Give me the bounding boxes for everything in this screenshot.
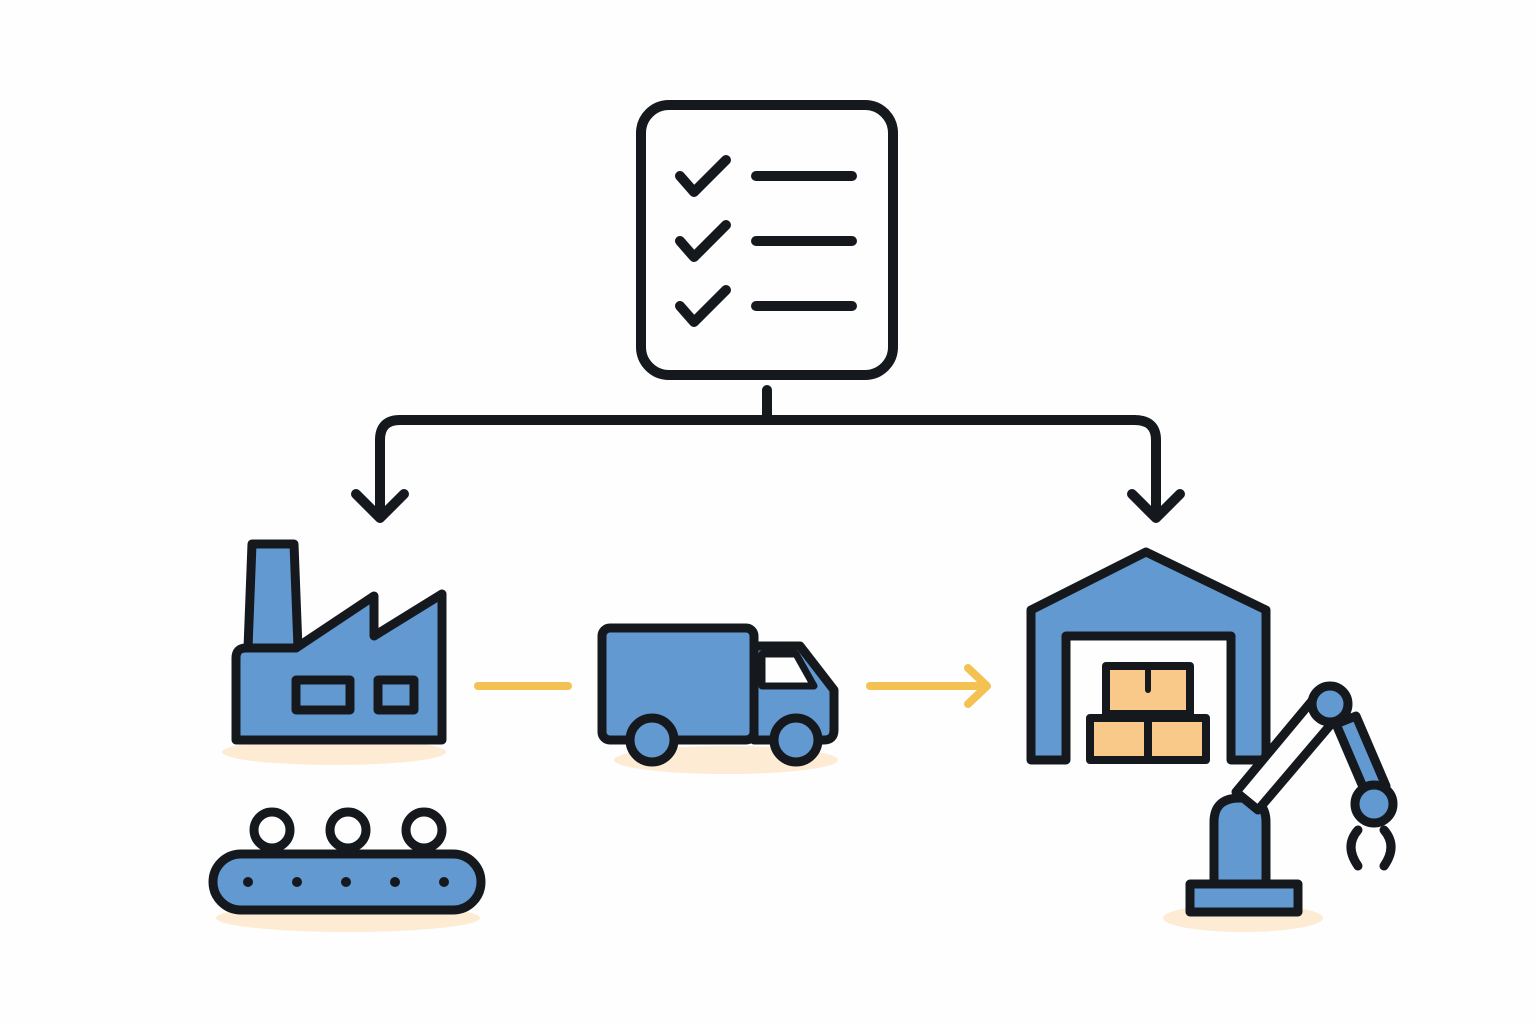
robot-arm-shoulder-joint <box>1307 681 1353 727</box>
robot-gripper-right-icon <box>1379 825 1396 871</box>
warehouse-boxes <box>1086 662 1210 764</box>
checklist-row <box>675 285 857 327</box>
checklist-row <box>675 220 857 262</box>
truck-windshield <box>758 650 818 690</box>
check-icon <box>675 220 731 262</box>
factory-chimney <box>243 539 303 653</box>
arrow-head-right-icon <box>1127 489 1185 523</box>
truck-cargo-box <box>597 623 759 745</box>
conveyor-items <box>249 807 447 853</box>
conveyor-item <box>401 807 447 853</box>
check-icon <box>675 155 731 197</box>
conveyor-belt-icon <box>208 807 486 915</box>
factory-shadow <box>222 739 446 765</box>
conveyor-rollers <box>243 877 449 887</box>
conveyor-roller <box>390 877 400 887</box>
flow-arrow-truck-warehouse <box>866 664 991 708</box>
truck-wheel-front <box>769 713 823 767</box>
arrow-head-left-icon <box>351 489 409 523</box>
conveyor-roller <box>341 877 351 887</box>
factory-icon <box>231 539 447 745</box>
robotic-arm-icon <box>1185 681 1398 917</box>
conveyor-roller <box>243 877 253 887</box>
delivery-truck-icon <box>597 623 839 767</box>
conveyor-item <box>325 807 371 853</box>
factory-window-left <box>291 675 355 715</box>
truck-wheel-rear <box>625 713 679 767</box>
robot-gripper-left-icon <box>1346 825 1363 871</box>
robot-arm-wrist-joint <box>1350 780 1398 828</box>
factory-window-right <box>373 675 419 715</box>
check-icon <box>675 285 731 327</box>
branch-connector <box>351 385 1185 523</box>
conveyor-roller <box>439 877 449 887</box>
checklist-rows <box>675 155 857 327</box>
checklist-row <box>675 155 857 197</box>
checklist-icon <box>636 100 898 380</box>
conveyor-item <box>249 807 295 853</box>
warehouse-building <box>1026 547 1271 765</box>
connector-left-branch <box>375 415 405 517</box>
arrow-head-icon <box>964 664 991 708</box>
conveyor-roller <box>292 877 302 887</box>
cargo-box-icon <box>1086 714 1156 764</box>
cargo-box-icon <box>1144 714 1210 764</box>
connector-right-branch <box>1129 415 1161 517</box>
warehouse-icon <box>1026 547 1271 765</box>
